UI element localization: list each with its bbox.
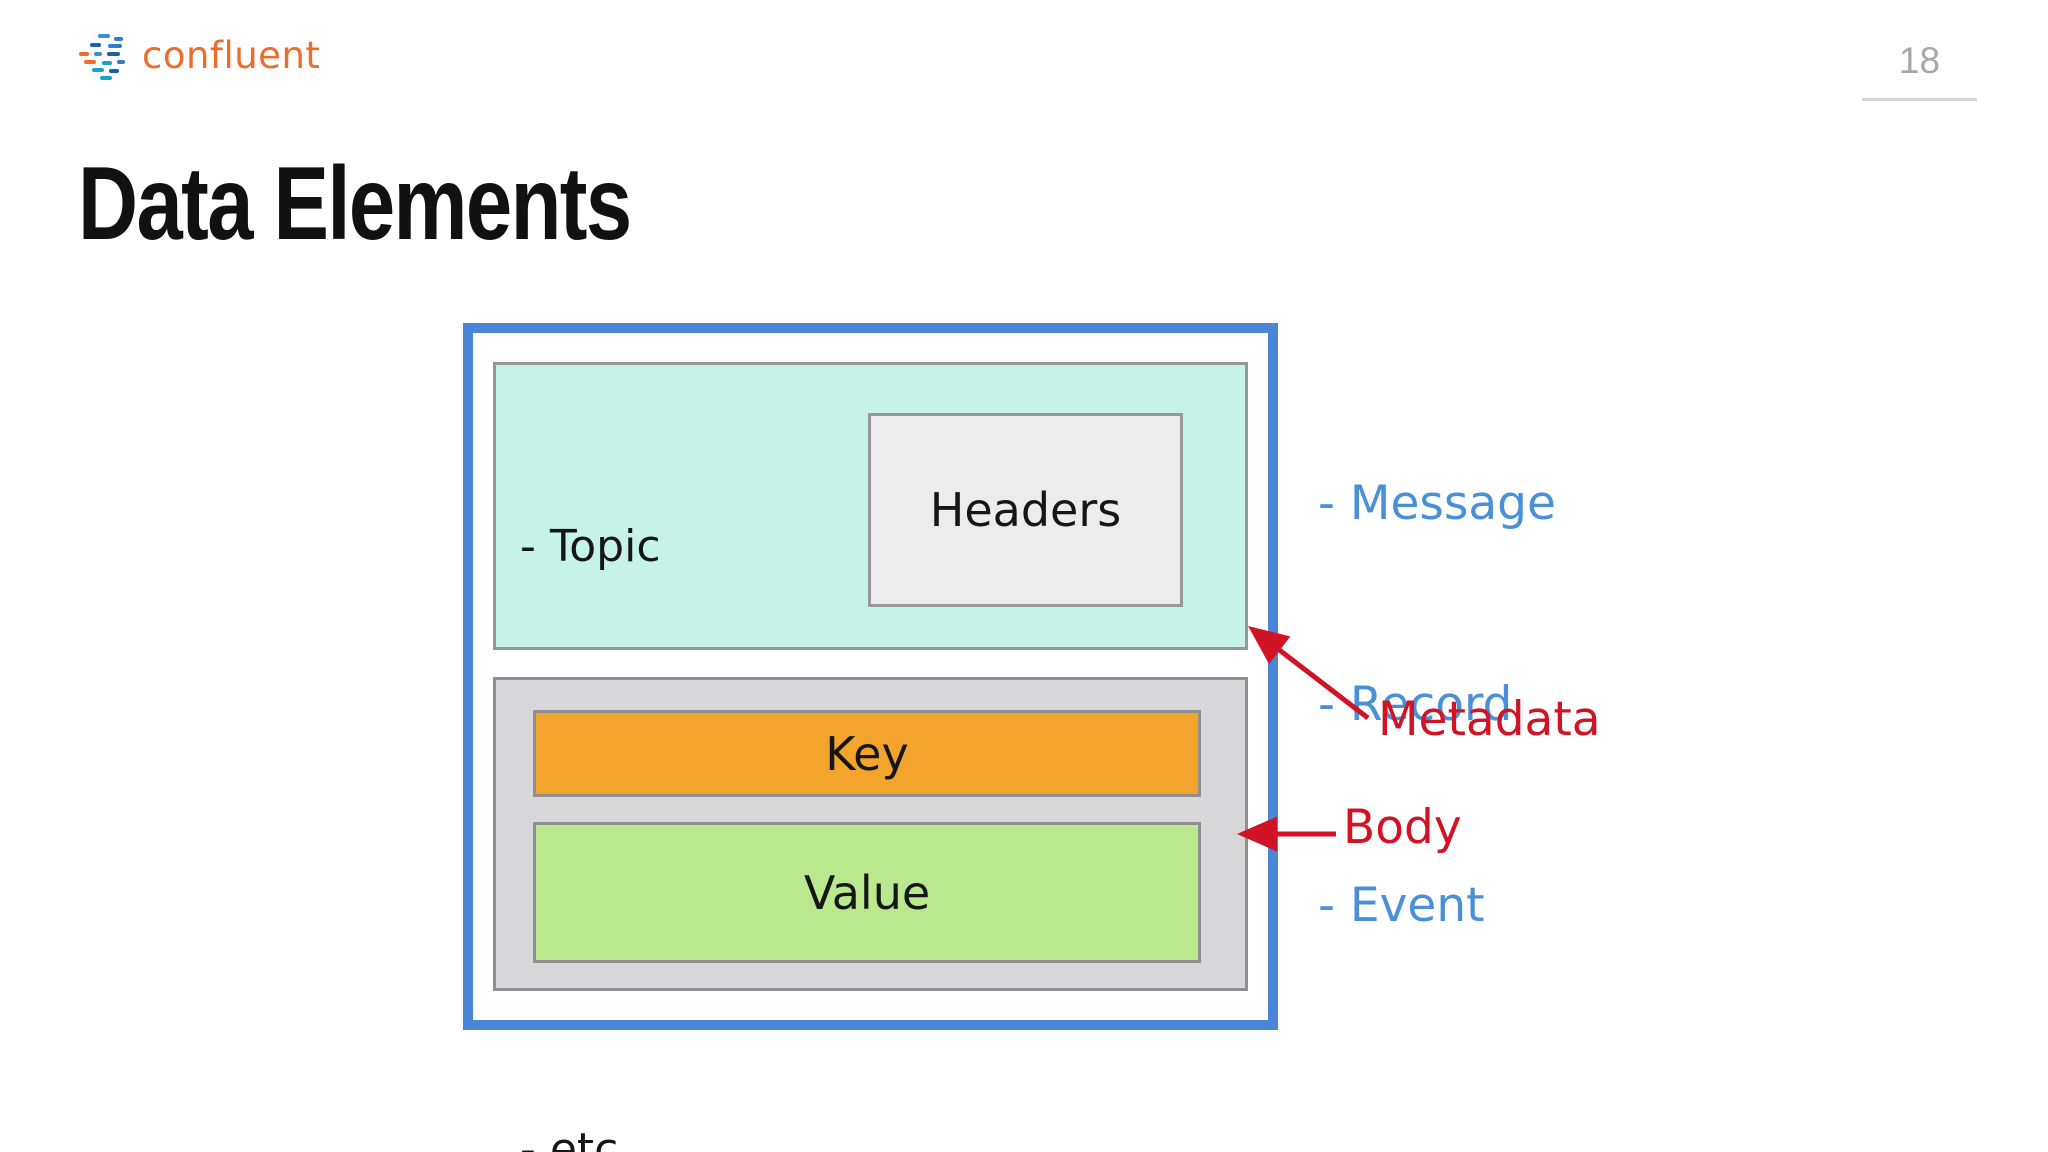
confluent-logo: confluent bbox=[78, 30, 320, 82]
metadata-annotation-label: Metadata bbox=[1378, 692, 1601, 747]
metadata-item-etc: - etc. bbox=[520, 1124, 633, 1152]
headers-box: Headers bbox=[868, 413, 1183, 607]
page-title: Data Elements bbox=[78, 146, 632, 262]
metadata-item-topic: - Topic bbox=[520, 521, 661, 572]
alias-item-message: - Message bbox=[1318, 476, 1556, 531]
confluent-logo-wordmark: confluent bbox=[142, 34, 321, 77]
body-annotation-label: Body bbox=[1343, 800, 1462, 855]
page-number-block: 18 bbox=[1862, 40, 1977, 101]
page-number-underline bbox=[1862, 98, 1977, 101]
key-bar: Key bbox=[533, 710, 1201, 797]
value-bar: Value bbox=[533, 822, 1201, 963]
confluent-logo-icon bbox=[79, 34, 125, 80]
page-number: 18 bbox=[1898, 40, 1941, 81]
metadata-section: - Topic - Partition - Timestamp - etc. H… bbox=[493, 362, 1248, 1152]
alias-item-event: - Event bbox=[1318, 878, 1485, 933]
message-diagram-box: - Topic - Partition - Timestamp - etc. H… bbox=[463, 323, 1278, 1152]
body-section: Key Value bbox=[493, 677, 1248, 991]
